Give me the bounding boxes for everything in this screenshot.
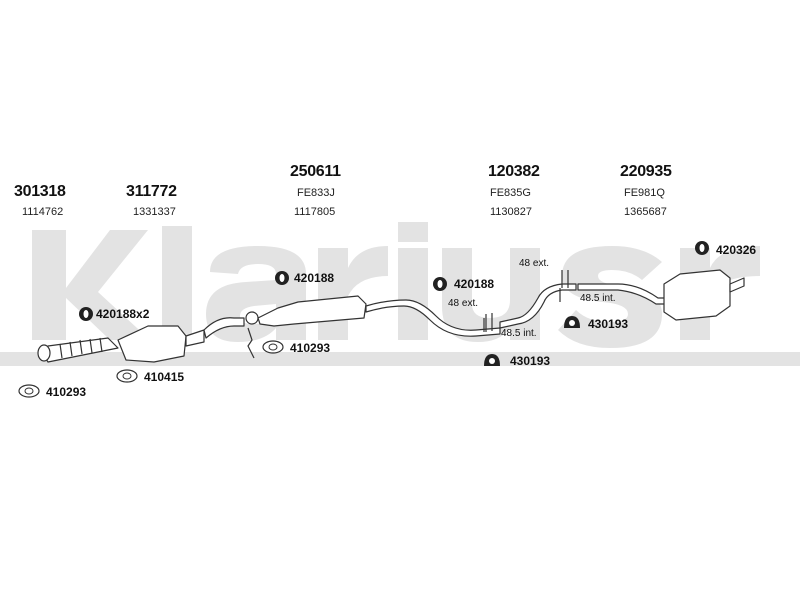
- rubber-hanger-icon: [433, 277, 447, 291]
- front-flexi-pipe: [39, 337, 119, 363]
- gasket-ring-icon: [116, 369, 138, 383]
- rubber-hanger-icon: [275, 271, 289, 285]
- part-label-420188-a: 420188: [294, 271, 335, 285]
- header-number-1: 301318: [14, 183, 66, 200]
- header-code-4: FE835G: [490, 187, 531, 199]
- gasket-ring-icon: [18, 384, 40, 398]
- header-code-1: 1114762: [22, 206, 64, 218]
- part-label-430193-a: 430193: [588, 317, 629, 331]
- header-number-2: 311772: [126, 183, 177, 200]
- part-label-420188x2: 420188x2: [96, 307, 150, 321]
- rubber-hanger-icon: [695, 241, 709, 255]
- header-code2-3: 1117805: [294, 206, 336, 218]
- clamp-note-48-5-int-b: 48.5 int.: [501, 328, 537, 339]
- intermediate-pipe: [203, 317, 245, 339]
- centre-pipe: [365, 299, 501, 337]
- header-code-5: FE981Q: [624, 187, 665, 199]
- part-label-430193-b: 430193: [510, 354, 551, 368]
- header-number-3: 250611: [290, 163, 341, 180]
- header-number-4: 120382: [488, 163, 540, 180]
- rubber-hanger-icon: [79, 307, 93, 321]
- header-number-5: 220935: [620, 163, 672, 180]
- header-code2-5: 1365687: [624, 206, 667, 218]
- rubber-mount-icon: [484, 354, 500, 366]
- rear-silencer: [663, 269, 731, 321]
- clamp-note-48-ext-a: 48 ext.: [519, 258, 550, 269]
- clamp-note-48-5-int-a: 48.5 int.: [580, 293, 616, 304]
- front-silencer: [257, 295, 367, 327]
- part-label-410415: 410415: [144, 370, 185, 384]
- header-code-3: FE833J: [297, 187, 335, 199]
- gasket-ring-icon: [262, 340, 284, 354]
- part-label-420188-b: 420188: [454, 277, 495, 291]
- part-label-420326: 420326: [716, 243, 757, 257]
- clamp-note-48-ext-b: 48 ext.: [448, 298, 479, 309]
- header-code2-4: 1130827: [490, 206, 533, 218]
- catalytic-converter: [117, 325, 187, 363]
- part-label-410293-b: 410293: [46, 385, 87, 399]
- part-label-410293-a: 410293: [290, 341, 331, 355]
- header-code-2: 1331337: [133, 206, 176, 218]
- rubber-mount-icon: [564, 316, 580, 328]
